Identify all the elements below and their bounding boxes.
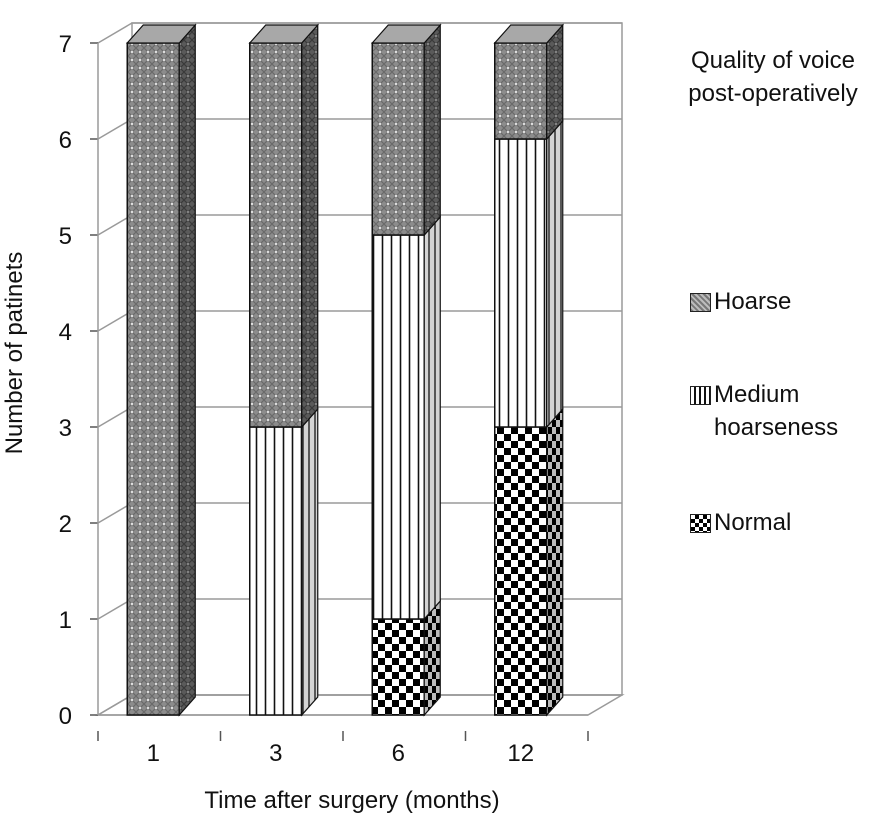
bar-side-hoarse bbox=[546, 23, 564, 141]
bar-top-hoarse bbox=[493, 24, 565, 44]
bar-segment-medium-hoarseness bbox=[249, 426, 303, 716]
legend-title: Quality of voice post-operatively bbox=[688, 47, 858, 107]
bar-segment-medium-hoarseness bbox=[494, 138, 548, 428]
y-tick-label: 5 bbox=[59, 223, 72, 250]
bar-segment-hoarse bbox=[494, 42, 548, 140]
bar-side-medium-hoarseness bbox=[546, 119, 564, 429]
legend-item-normal: Normal bbox=[690, 506, 791, 539]
y-tick-label: 2 bbox=[59, 511, 72, 538]
legend-label-normal: Normal bbox=[714, 509, 792, 536]
x-tick-label: 6 bbox=[392, 740, 405, 767]
x-axis-title: Time after surgery (months) bbox=[204, 787, 499, 814]
bar-segment-hoarse bbox=[249, 42, 303, 428]
bar-top-hoarse bbox=[248, 24, 320, 44]
bar-top-hoarse bbox=[370, 24, 442, 44]
bar-side-normal bbox=[546, 407, 564, 717]
x-tick-label: 1 bbox=[147, 740, 160, 767]
bar-segment-medium-hoarseness bbox=[371, 234, 425, 620]
y-tick-label: 6 bbox=[59, 127, 72, 154]
legend-item-hoarse: Hoarse bbox=[690, 285, 791, 318]
bar-side-hoarse bbox=[301, 23, 319, 429]
legend-swatch-medium bbox=[690, 386, 711, 405]
x-tick-label: 12 bbox=[507, 740, 534, 767]
bar-side-hoarse bbox=[423, 23, 441, 237]
y-tick-label: 7 bbox=[59, 31, 72, 58]
bar-segment-normal bbox=[494, 426, 548, 716]
bar-side-medium-hoarseness bbox=[423, 215, 441, 621]
y-axis-title: Number of patinets bbox=[1, 252, 28, 455]
bar-side-normal bbox=[423, 599, 441, 717]
legend-label-medium: Medium hoarseness bbox=[714, 381, 839, 441]
bar-side-medium-hoarseness bbox=[301, 407, 319, 717]
y-tick-label: 0 bbox=[59, 703, 72, 730]
bars bbox=[125, 23, 565, 717]
legend-swatch-normal bbox=[690, 514, 711, 533]
y-tick-label: 4 bbox=[59, 319, 72, 346]
legend-swatch-hoarse bbox=[690, 293, 711, 312]
legend-item-medium: Medium hoarseness bbox=[690, 378, 870, 444]
bar-top-hoarse bbox=[125, 24, 197, 44]
bar-segment-hoarse bbox=[371, 42, 425, 236]
bar-segment-hoarse bbox=[126, 42, 180, 716]
y-tick-label: 3 bbox=[59, 415, 72, 442]
legend-label-hoarse: Hoarse bbox=[714, 288, 792, 315]
bar-segment-normal bbox=[371, 618, 425, 716]
y-tick-label: 1 bbox=[59, 607, 72, 634]
bar-side-hoarse bbox=[178, 23, 196, 717]
x-tick-label: 3 bbox=[269, 740, 282, 767]
gridline bbox=[97, 22, 622, 44]
